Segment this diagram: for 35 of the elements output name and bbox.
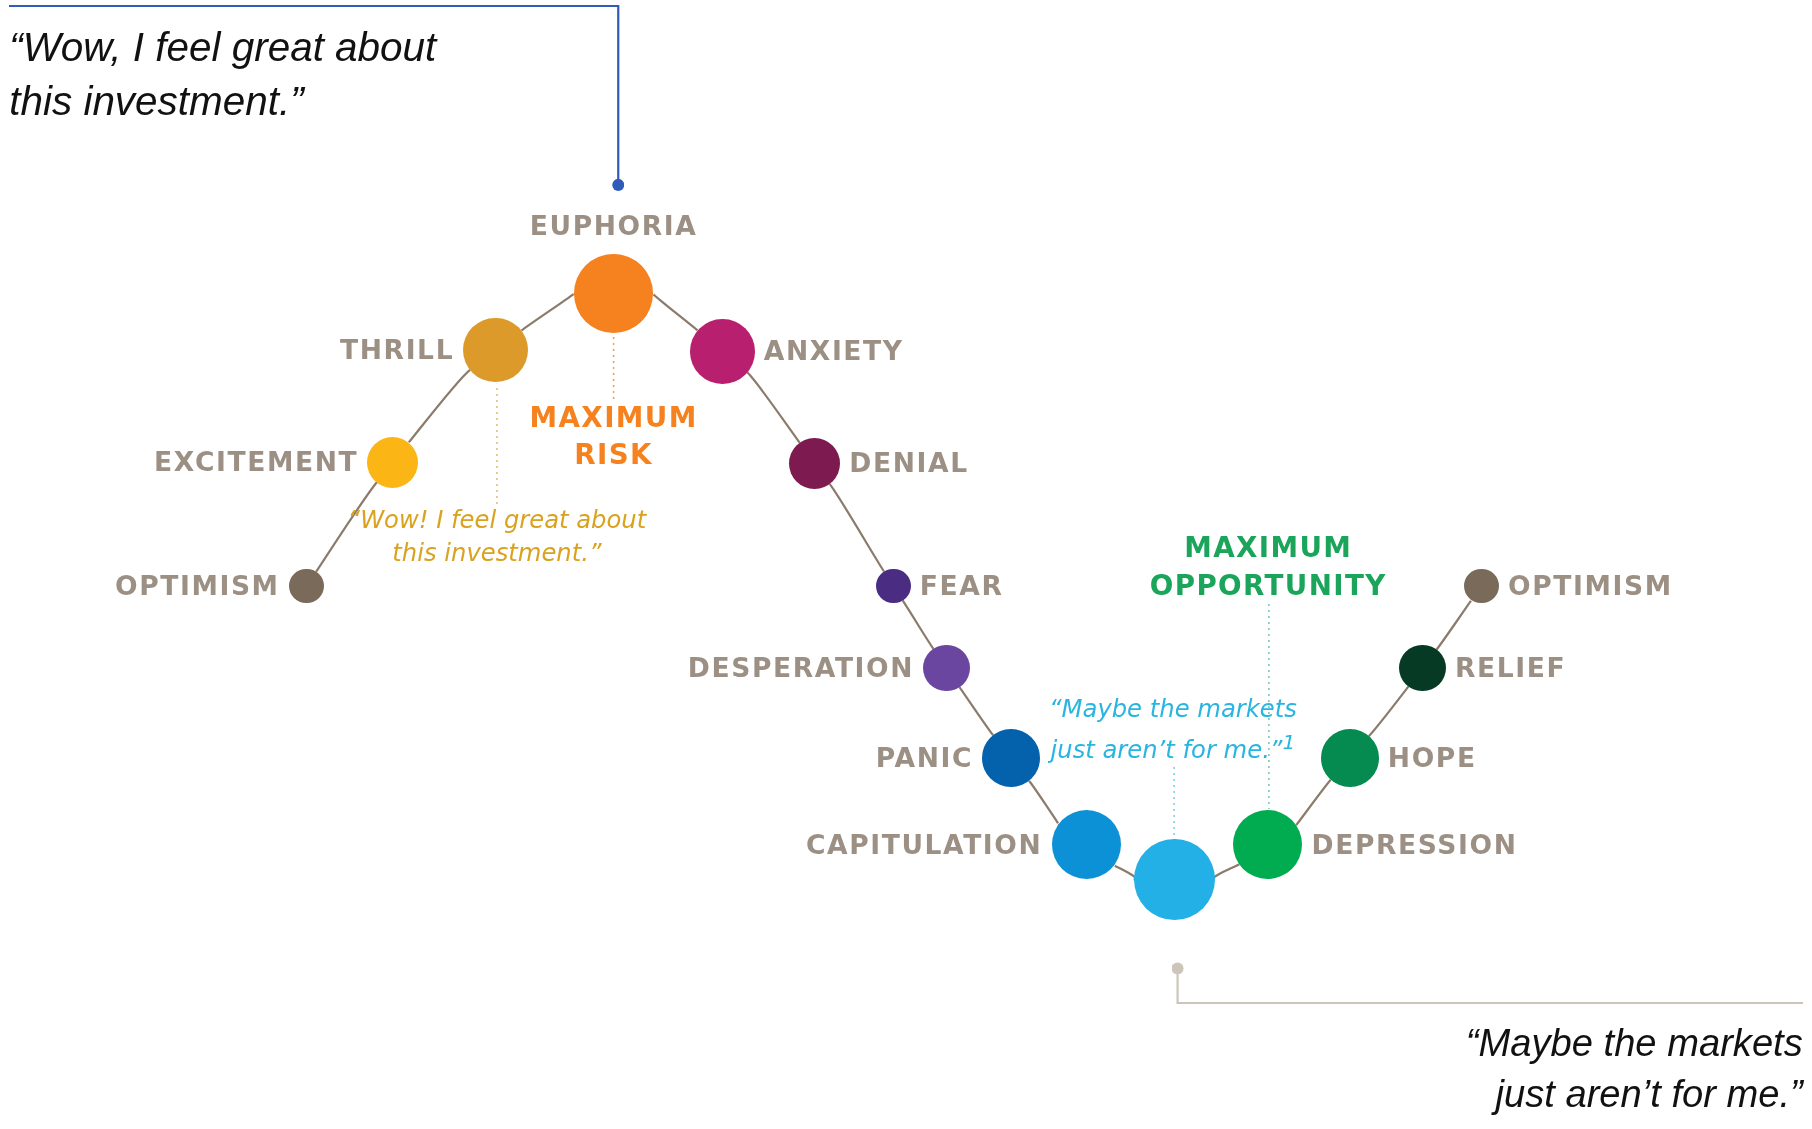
- curve-segment: [1367, 685, 1410, 738]
- stage-label: EUPHORIA: [529, 210, 698, 243]
- quote-text: “Wow! I feel great about this investment.”: [346, 503, 648, 570]
- leader-line: [1268, 603, 1270, 810]
- curve-segment: [1171, 962, 1803, 1005]
- stage-label: PANIC: [875, 741, 974, 775]
- curve-segment: [315, 481, 378, 573]
- curve-segment: [407, 368, 471, 444]
- stage-label: CAPITULATION: [805, 828, 1043, 861]
- curve-segment: [9, 4, 625, 191]
- stage-label: ANXIETY: [763, 335, 904, 368]
- curve-segment: [958, 686, 995, 737]
- curve-segment: [1435, 599, 1473, 651]
- curve-segment: [828, 483, 885, 572]
- stage-label: DENIAL: [849, 447, 969, 480]
- opportunity-heading: MAXIMUM OPPORTUNITY: [1138, 529, 1399, 605]
- quote-text: “Maybe the markets just aren’t for me.”$^{1}$: [1028, 693, 1318, 767]
- callout-quote: “Wow, I feel great about this investment.”: [9, 5, 495, 129]
- stage-label: HOPE: [1387, 741, 1477, 775]
- stage-label: DESPERATION: [687, 651, 915, 685]
- stage-label: DEPRESSION: [1311, 828, 1518, 861]
- curve-segment: [652, 292, 699, 332]
- curve-segment: [901, 599, 935, 650]
- stage-label: EXCITEMENT: [154, 446, 359, 479]
- stage-label: THRILL: [340, 333, 455, 367]
- curve-segment: [1295, 779, 1332, 826]
- curve-segment: [746, 371, 801, 444]
- stage-label: FEAR: [919, 569, 1004, 603]
- callout-quote: “Maybe the markets just aren’t for me.”: [1409, 1003, 1803, 1120]
- curve-segment: [520, 292, 576, 332]
- risk-heading: MAXIMUM RISK: [520, 398, 708, 474]
- curve-segment: [1028, 780, 1060, 825]
- stage-label: OPTIMISM: [114, 569, 280, 603]
- stage-label: RELIEF: [1454, 651, 1567, 685]
- stage-label: OPTIMISM: [1508, 569, 1673, 603]
